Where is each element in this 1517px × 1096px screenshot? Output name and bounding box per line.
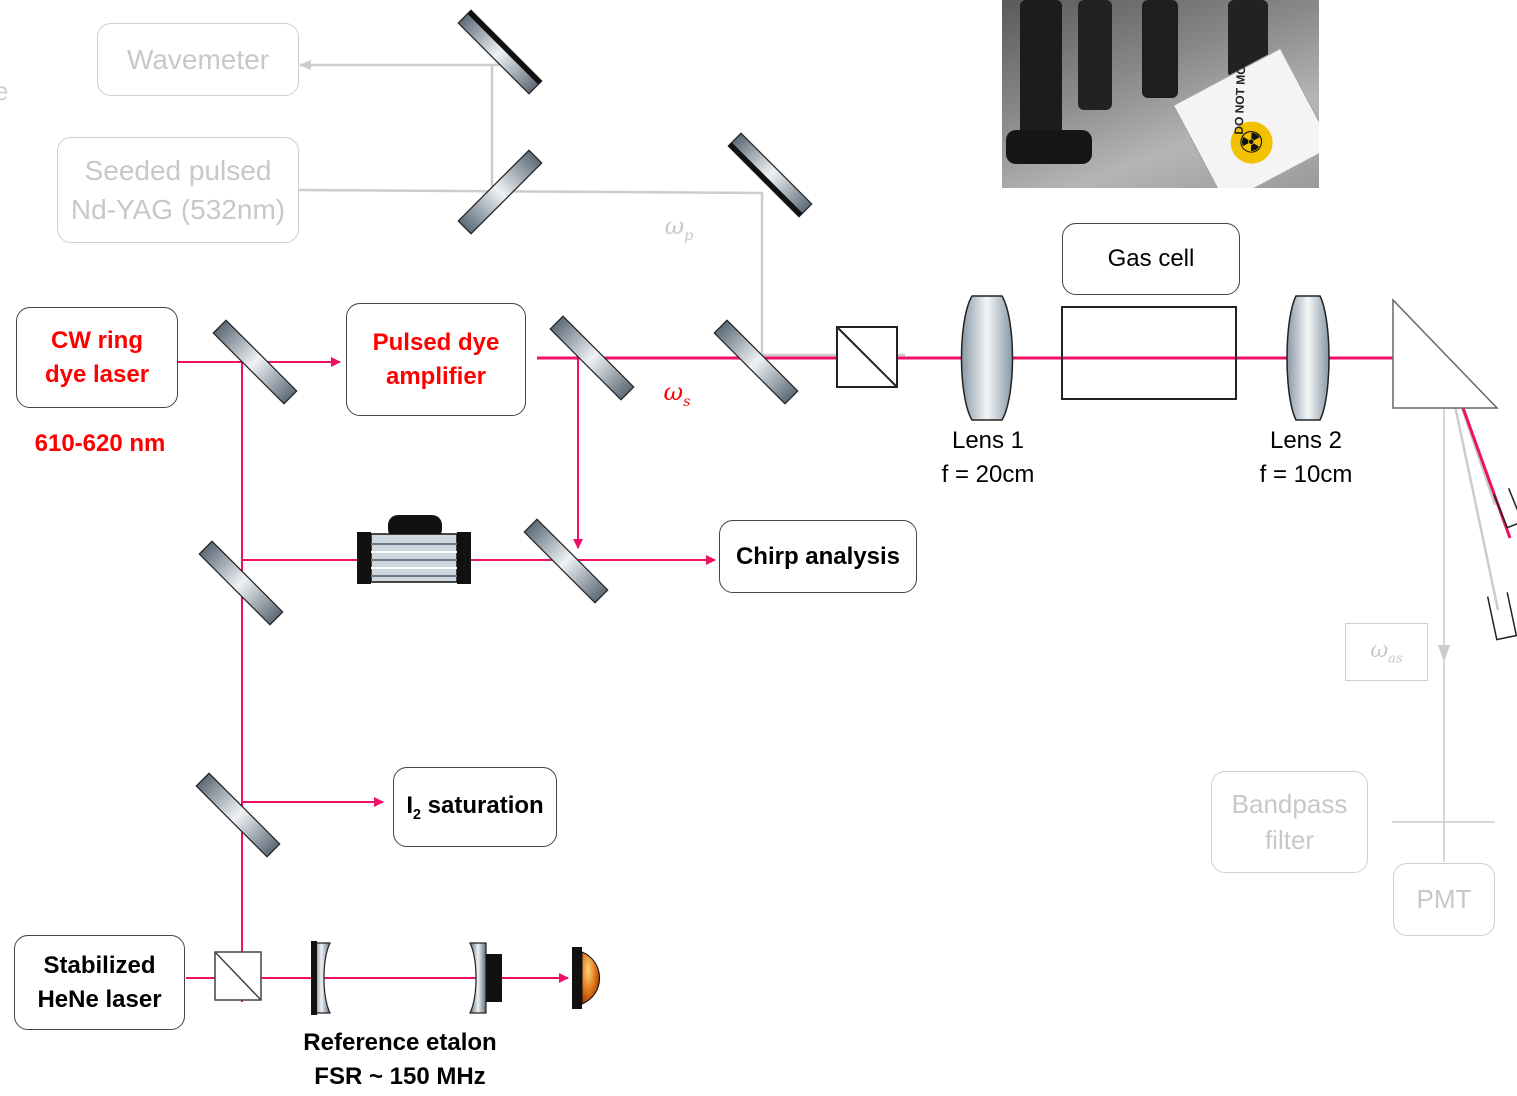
chirp-analysis-box: Chirp analysis	[719, 520, 917, 593]
seeded-ndyag-line1: Seeded pulsed	[85, 151, 272, 190]
cw-ring-dye-laser-box: CW ring dye laser	[16, 307, 178, 408]
bandpass-line1: Bandpass	[1232, 786, 1348, 822]
mount-base	[1006, 130, 1092, 164]
optical-mount-post	[1142, 0, 1178, 98]
isolator-device	[357, 515, 471, 584]
beam-dump-2	[1488, 592, 1517, 639]
pulsed-dye-amplifier-box: Pulsed dye amplifier	[346, 303, 526, 416]
seeded-ndyag-box: Seeded pulsed Nd-YAG (532nm)	[57, 137, 299, 243]
beam-splitter-main	[837, 327, 897, 387]
sign-text: DO NOT MOVE	[1232, 49, 1249, 135]
etalon-line1: Reference etalon	[303, 1026, 496, 1060]
cw-ring-line2: dye laser	[45, 358, 149, 392]
omega-p-label: ωp	[654, 208, 704, 248]
seeded-ndyag-line2: Nd-YAG (532nm)	[71, 190, 285, 229]
pmt-box: PMT	[1393, 863, 1495, 936]
detection-arrowhead	[1438, 645, 1450, 662]
gas-cell-body	[1062, 307, 1236, 399]
wavemeter-label: Wavemeter	[127, 40, 269, 79]
optical-mount-post	[1020, 0, 1062, 140]
hene-line2: HeNe laser	[37, 983, 161, 1017]
cw-ring-line1: CW ring	[51, 324, 143, 358]
photodiode-detector	[572, 947, 600, 1009]
mirror-i2	[196, 773, 279, 856]
omega-s-label: ωs	[652, 374, 702, 414]
lens-1-focal: f = 20cm	[942, 458, 1035, 492]
optical-mount-post	[1078, 0, 1112, 110]
wavemeter-box: Wavemeter	[97, 23, 299, 96]
bandpass-line2: filter	[1265, 822, 1314, 858]
pulsed-dye-line2: amplifier	[386, 360, 486, 394]
stabilized-hene-laser-box: Stabilized HeNe laser	[14, 935, 185, 1030]
beam-dump-1	[1494, 488, 1517, 527]
lens-2	[1287, 296, 1329, 420]
bandpass-filter-box: Bandpass filter	[1211, 771, 1368, 873]
lens-1-name: Lens 1	[952, 424, 1024, 458]
lens-2-label: Lens 2 f = 10cm	[1236, 420, 1376, 496]
hene-line1: Stabilized	[43, 949, 155, 983]
lens-2-focal: f = 10cm	[1260, 458, 1353, 492]
pulsed-dye-line1: Pulsed dye	[373, 326, 500, 360]
mirror-combiner	[714, 320, 797, 403]
lens-2-name: Lens 2	[1270, 424, 1342, 458]
gas-cell-label-box: Gas cell	[1062, 223, 1240, 295]
reference-etalon-label: Reference etalon FSR ~ 150 MHz	[270, 1024, 530, 1096]
mirror-pump-fold	[728, 133, 811, 216]
do-not-move-sign: ☢ DO NOT MOVE	[1173, 48, 1319, 188]
omega-as-box: ωas	[1345, 623, 1428, 681]
lens-1	[962, 296, 1013, 420]
mirror-wavemeter	[458, 10, 541, 93]
i2-saturation-box: I2 saturation	[393, 767, 557, 847]
beam-splitter-hene	[215, 952, 261, 1000]
dispersing-prism	[1393, 300, 1497, 408]
lens-1-label: Lens 1 f = 20cm	[918, 420, 1058, 496]
wavelength-range-label: 610-620 nm	[10, 424, 190, 464]
lab-photo: ☢ DO NOT MOVE	[1002, 0, 1319, 188]
edge-fragment: e	[0, 76, 8, 106]
etalon-line2: FSR ~ 150 MHz	[314, 1060, 485, 1094]
